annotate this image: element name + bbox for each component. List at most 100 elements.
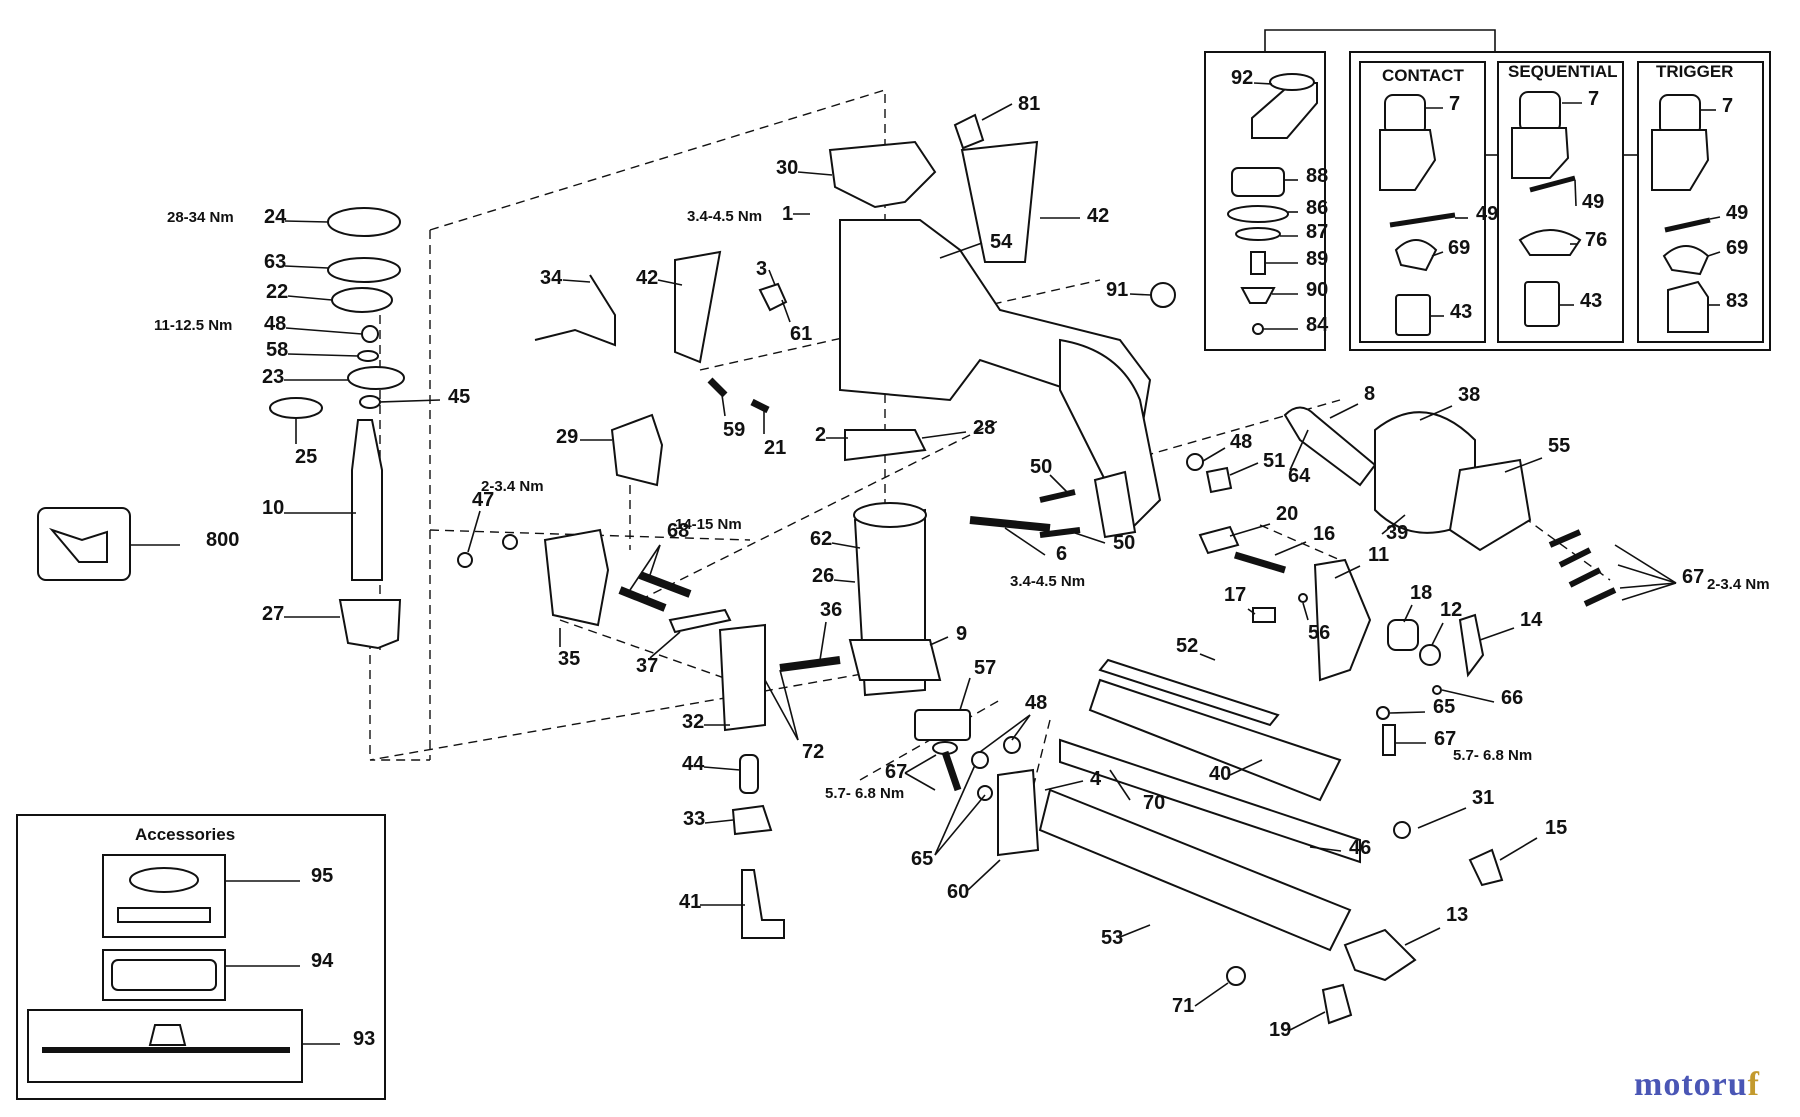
valve-92 bbox=[1251, 82, 1318, 139]
header-trigger: TRIGGER bbox=[1656, 62, 1733, 81]
torque-spec: 5.7- 6.8 Nm bbox=[825, 785, 904, 802]
part-label-32: 32 bbox=[682, 711, 704, 733]
part-label-1: 1 bbox=[782, 203, 793, 225]
part-label-61: 61 bbox=[790, 323, 812, 345]
guide-52 bbox=[1098, 658, 1280, 727]
part-label-24: 24 bbox=[264, 206, 287, 228]
cylinder-base-9 bbox=[848, 639, 942, 681]
bumper-27 bbox=[338, 599, 402, 650]
part-label-54: 54 bbox=[990, 231, 1013, 253]
torque-spec: 11-12.5 Nm bbox=[154, 317, 232, 334]
torque-spec: 2-3.4 Nm bbox=[481, 478, 544, 495]
part-label-67: 67 bbox=[885, 761, 907, 783]
trigger-variant-parts bbox=[1379, 91, 1711, 336]
part-label-63: 63 bbox=[264, 251, 286, 273]
part-label-46: 46 bbox=[1349, 837, 1371, 859]
part-label-23: 23 bbox=[262, 366, 284, 388]
watermark-logo: motoruf bbox=[1634, 1066, 1760, 1103]
part-label-25: 25 bbox=[295, 446, 317, 468]
part-label-89: 89 bbox=[1306, 248, 1328, 270]
part-label-13: 13 bbox=[1446, 904, 1468, 926]
part-label-6: 6 bbox=[1056, 543, 1067, 565]
bracket-35 bbox=[543, 528, 610, 627]
lever-11 bbox=[1313, 558, 1372, 682]
part-label-33: 33 bbox=[683, 808, 705, 830]
part-label-39: 39 bbox=[1386, 522, 1408, 544]
part-label-71: 71 bbox=[1172, 995, 1194, 1017]
part-label-43: 43 bbox=[1450, 301, 1472, 323]
part-label-10: 10 bbox=[262, 497, 284, 519]
spring-15 bbox=[1468, 848, 1504, 887]
part-label-87: 87 bbox=[1306, 221, 1328, 243]
part-label-27: 27 bbox=[262, 603, 284, 625]
part-label-7: 7 bbox=[1588, 88, 1599, 110]
torque-spec: 2-3.4 Nm bbox=[1707, 576, 1770, 593]
part-label-4: 4 bbox=[1090, 768, 1102, 790]
part-label-67: 67 bbox=[1682, 566, 1704, 588]
part-label-49: 49 bbox=[1726, 202, 1748, 224]
part-label-800: 800 bbox=[206, 529, 239, 551]
driver-41 bbox=[741, 869, 785, 939]
part-label-83: 83 bbox=[1726, 290, 1748, 312]
part-label-14: 14 bbox=[1520, 609, 1543, 631]
label-42b bbox=[674, 250, 722, 364]
part-label-60: 60 bbox=[947, 881, 969, 903]
part-label-19: 19 bbox=[1269, 1019, 1291, 1041]
part-label-7: 7 bbox=[1449, 93, 1460, 115]
part-label-76: 76 bbox=[1585, 229, 1607, 251]
spring-18 bbox=[1387, 619, 1419, 651]
part-label-88: 88 bbox=[1306, 165, 1328, 187]
header-contact: CONTACT bbox=[1382, 66, 1464, 85]
part-label-55: 55 bbox=[1548, 435, 1570, 457]
part-label-86: 86 bbox=[1306, 197, 1328, 219]
part-label-56: 56 bbox=[1308, 622, 1330, 644]
trigger-14 bbox=[1458, 613, 1485, 678]
cap-55 bbox=[1448, 458, 1532, 552]
torque-spec: 5.7- 6.8 Nm bbox=[1453, 747, 1532, 764]
part-label-70: 70 bbox=[1143, 792, 1165, 814]
part-label-72: 72 bbox=[802, 741, 824, 763]
part-label-26: 26 bbox=[812, 565, 834, 587]
part-label-45: 45 bbox=[448, 386, 470, 408]
valve-33 bbox=[731, 804, 773, 836]
part-label-9: 9 bbox=[956, 623, 967, 645]
part-label-15: 15 bbox=[1545, 817, 1567, 839]
rod-46 bbox=[1059, 738, 1361, 864]
part-label-69: 69 bbox=[1448, 237, 1470, 259]
plate-60 bbox=[997, 768, 1040, 857]
part-label-64: 64 bbox=[1288, 465, 1311, 487]
main-body bbox=[534, 113, 1176, 697]
block-57 bbox=[914, 709, 971, 741]
part-label-65: 65 bbox=[911, 848, 933, 870]
part-label-95: 95 bbox=[311, 865, 333, 887]
latch-13 bbox=[1343, 928, 1417, 982]
part-label-3: 3 bbox=[756, 258, 767, 280]
part-label-40: 40 bbox=[1209, 763, 1231, 785]
part-label-91: 91 bbox=[1106, 279, 1128, 301]
pusher-19 bbox=[1321, 983, 1353, 1025]
part-label-58: 58 bbox=[266, 339, 288, 361]
part-label-49: 49 bbox=[1582, 191, 1604, 213]
part-label-81: 81 bbox=[1018, 93, 1040, 115]
part-label-42: 42 bbox=[1087, 205, 1109, 227]
torque-spec: 3.4-4.5 Nm bbox=[687, 208, 762, 225]
rear-assembly bbox=[969, 406, 1617, 1025]
trigger-variants-frame bbox=[1349, 51, 1771, 351]
part-label-50: 50 bbox=[1113, 532, 1135, 554]
accessories-panel: Accessories bbox=[16, 814, 386, 1100]
part-label-11: 11 bbox=[1368, 544, 1389, 566]
part-label-59: 59 bbox=[723, 419, 745, 441]
part-label-20: 20 bbox=[1276, 503, 1298, 525]
part-label-48: 48 bbox=[1230, 431, 1252, 453]
part-label-44: 44 bbox=[682, 753, 705, 775]
part-label-2: 2 bbox=[815, 424, 826, 446]
part-label-62: 62 bbox=[810, 528, 832, 550]
torque-spec: 3.4-4.5 Nm bbox=[1010, 573, 1085, 590]
part-label-12: 12 bbox=[1440, 599, 1462, 621]
part-label-94: 94 bbox=[311, 950, 334, 972]
link-37 bbox=[668, 608, 732, 634]
part-label-51: 51 bbox=[1263, 450, 1285, 472]
part-label-31: 31 bbox=[1472, 787, 1494, 809]
part-label-17: 17 bbox=[1224, 584, 1246, 606]
